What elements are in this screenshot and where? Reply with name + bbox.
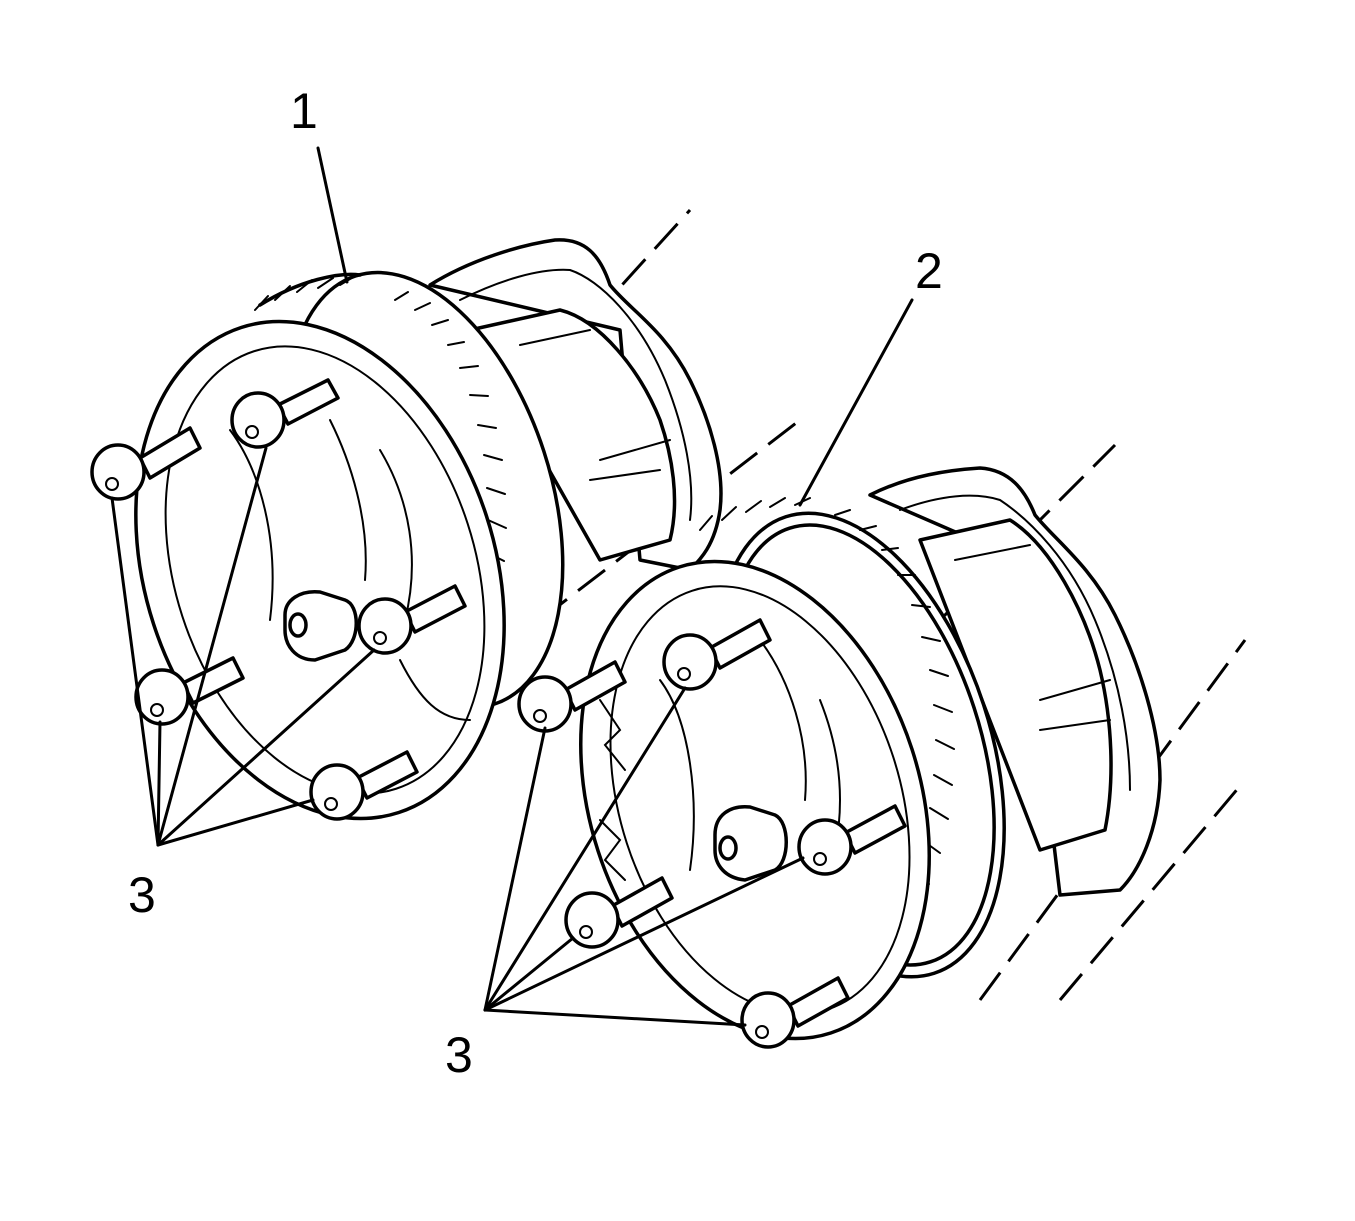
bolt	[517, 660, 627, 733]
bolt	[797, 804, 907, 876]
bolts-left	[90, 378, 467, 821]
bolt	[357, 584, 467, 655]
bolt	[564, 876, 674, 949]
bolt	[90, 426, 202, 501]
bolts-right	[517, 618, 907, 1049]
callout-1: 1	[290, 83, 318, 139]
actuator-body-1	[468, 308, 677, 562]
callout-2: 2	[915, 243, 943, 299]
callout-3-right: 3	[445, 1027, 473, 1083]
callout-3-left: 3	[128, 867, 156, 923]
bolt	[662, 618, 772, 691]
bolt	[134, 656, 245, 726]
front-plate-1	[134, 319, 506, 821]
bolt	[740, 976, 850, 1049]
sprocket-assembly-2	[579, 466, 1162, 1041]
bolt	[230, 378, 340, 449]
leader-lines	[110, 146, 914, 1027]
front-plate-2	[579, 559, 931, 1041]
hub-1	[283, 590, 358, 662]
sprocket-assembly-1	[134, 238, 723, 821]
actuator-body-2	[918, 518, 1113, 852]
hub-2	[713, 805, 788, 882]
bolt	[309, 750, 419, 821]
